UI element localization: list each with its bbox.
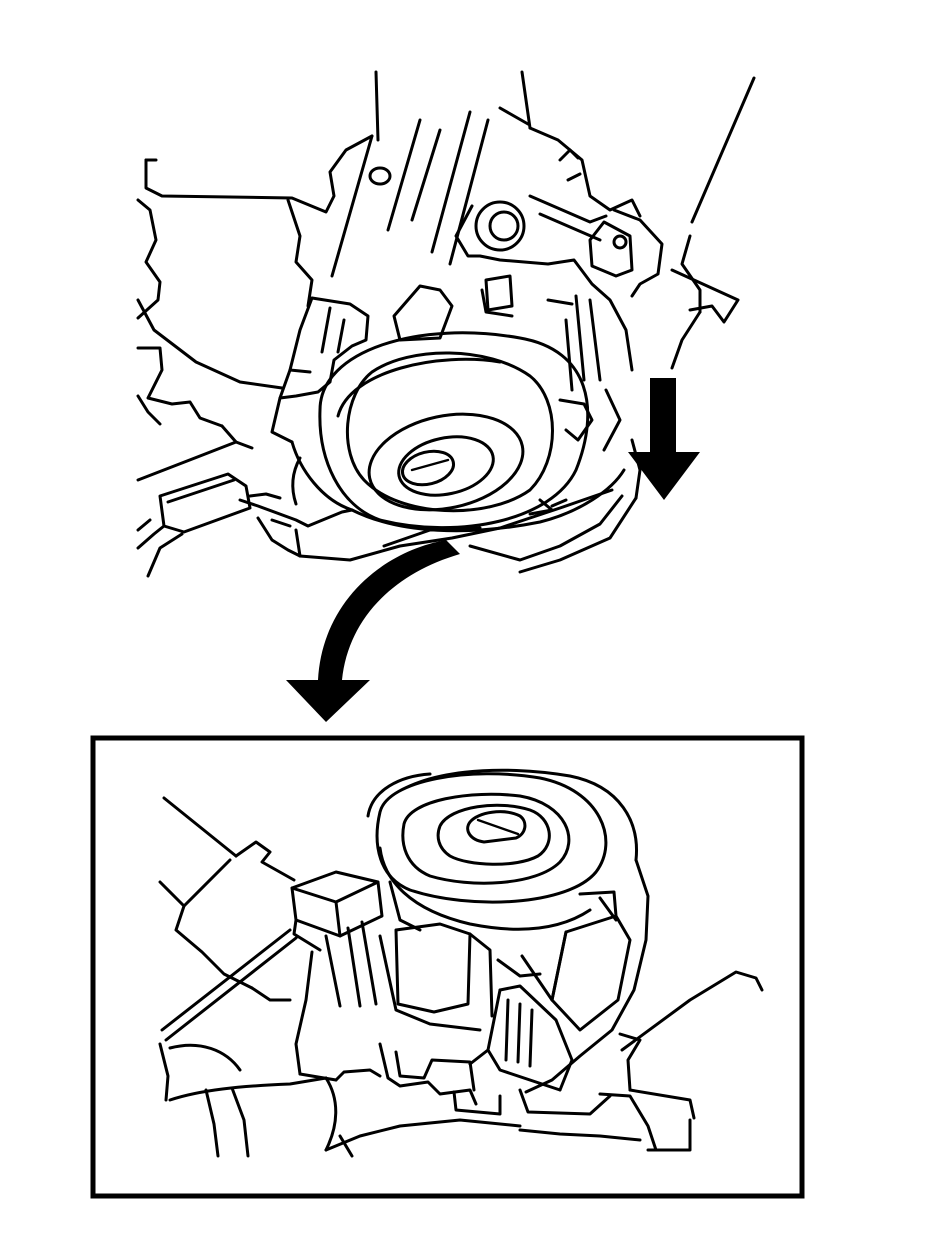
background-structure	[136, 70, 756, 482]
lock-housing	[392, 200, 634, 452]
harness-connector-top	[136, 472, 292, 578]
lock-body-detail	[378, 922, 574, 1092]
straight-down-arrow	[628, 378, 700, 500]
housing-block-detail	[496, 890, 632, 1032]
bracket-bolt-hole	[612, 234, 628, 250]
key-slot-detail	[466, 810, 527, 844]
lower-cover	[238, 438, 642, 574]
left-switch-block	[270, 296, 370, 444]
detail-inset	[90, 735, 805, 1199]
lock-assembly-detail	[366, 768, 650, 1094]
top-view	[136, 70, 756, 578]
ignition-cylinder-top	[318, 331, 590, 530]
column-hole	[368, 166, 392, 186]
cylinder-ring	[367, 412, 525, 512]
housing-boss	[474, 200, 526, 252]
steering-column	[330, 106, 608, 278]
left-switch-detail	[290, 870, 384, 1082]
mounting-detail	[324, 1042, 612, 1158]
down-arrow-icon	[628, 378, 700, 500]
housing-boss-inner	[488, 210, 520, 242]
column-bracket	[588, 208, 664, 298]
inset-background	[158, 796, 764, 1158]
key-slot	[400, 449, 456, 487]
curved-detail-arrow	[286, 540, 460, 722]
curved-arrow-icon	[286, 540, 460, 722]
cylinder-face	[397, 435, 495, 497]
